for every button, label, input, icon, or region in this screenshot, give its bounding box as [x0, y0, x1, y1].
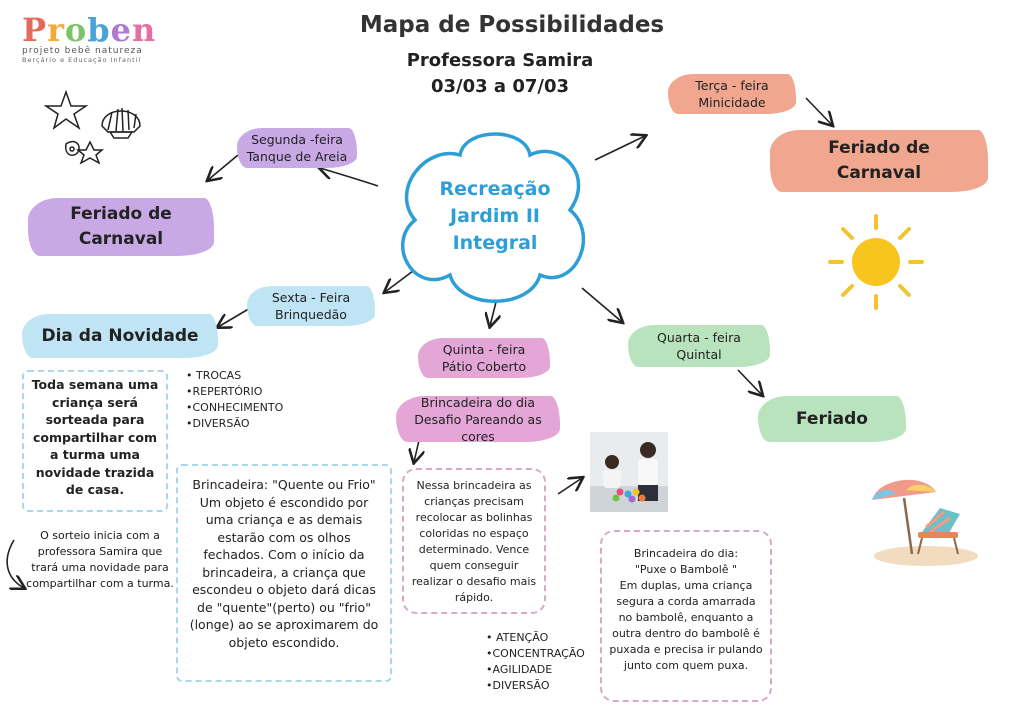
novidade-note: O sorteio inicia com a professora Samira… [26, 529, 174, 590]
day-name: Terça - feira [695, 78, 769, 93]
logo-letter: n [132, 11, 157, 49]
seashells-icon [44, 89, 141, 165]
arrow-center-to-wednesday [581, 287, 622, 322]
quente-frio-box: Brincadeira: "Quente ou Frio" Um objeto … [176, 464, 392, 682]
center-label-line: Jardim II [450, 205, 540, 227]
logo-letter: o [64, 11, 88, 49]
arrow-center-to-tuesday [594, 136, 645, 161]
bambole-title: Brincadeira do dia: [633, 547, 739, 560]
monday-result: Feriado de Carnaval [28, 198, 214, 256]
novidade-description: Toda semana uma criança será sorteada pa… [22, 370, 168, 512]
skill-item: •DIVERSÃO [186, 417, 250, 430]
skill-item: •AGILIDADE [486, 663, 553, 676]
beach-chair-umbrella-icon [872, 479, 978, 566]
skill-item: •CONHECIMENTO [186, 401, 284, 414]
arrow-wednesday-to-result [737, 369, 762, 395]
center-label: Recreação Jardim II Integral [430, 176, 560, 257]
skill-item: •DIVERSÃO [486, 679, 550, 692]
result-line: Carnaval [836, 163, 922, 183]
arrow-friday-to-result [218, 306, 253, 327]
page-subtitle: Professora Samira 03/03 a 07/03 [390, 48, 610, 100]
day-place: Brinquedão [275, 307, 347, 322]
arrow-note-pointer [6, 539, 24, 588]
tuesday-result: Feriado de Carnaval [770, 130, 988, 192]
logo-subtagline: Berçário e Educação Infantil [22, 56, 142, 64]
wednesday-result: Feriado [758, 396, 906, 442]
arrow-center-to-monday [320, 168, 379, 187]
result-line: Feriado de [70, 204, 172, 224]
cores-skills: • ATENÇÃO •CONCENTRAÇÃO •AGILIDADE •DIVE… [486, 630, 585, 694]
logo-tagline: projeto bebê natureza [22, 46, 143, 56]
logo-letter: P [22, 11, 48, 49]
week-dates: 03/03 a 07/03 [430, 76, 570, 97]
sun-icon [828, 214, 924, 310]
center-flower-outline [401, 132, 586, 303]
arrow-box-to-photo [557, 478, 582, 495]
logo-letter: r [47, 11, 65, 49]
day-place: Minicidade [698, 95, 766, 110]
day-place: Pátio Coberto [441, 359, 527, 374]
arrow-center-to-thursday [490, 301, 496, 326]
arrow-monday-to-result [208, 154, 239, 180]
skill-item: • ATENÇÃO [486, 631, 549, 644]
result-line: Dia da Novidade [41, 325, 199, 346]
result-line: Feriado de [828, 138, 930, 158]
bambole-description: Em duplas, uma criança segura a corda am… [609, 579, 763, 672]
skill-item: •REPERTÓRIO [186, 385, 263, 398]
day-place: Tanque de Areia [246, 149, 348, 164]
bambole-name: "Puxe o Bambolê " [634, 563, 738, 576]
cores-header-line: Desafio Pareando as cores [414, 411, 542, 444]
result-line: Feriado [796, 408, 868, 429]
logo-word: Proben [22, 14, 172, 46]
bambole-box: Brincadeira do dia: "Puxe o Bambolê " Em… [600, 530, 772, 702]
center-label-line: Integral [452, 232, 538, 254]
proben-logo: Proben projeto bebê natureza Berçário e … [22, 14, 172, 68]
cores-box: Nessa brincadeira as crianças precisam r… [402, 468, 546, 614]
day-name: Quarta - feira [657, 330, 741, 345]
page-title: Mapa de Possibilidades [359, 12, 665, 38]
skill-item: • TROCAS [186, 369, 242, 382]
day-name: Segunda -feira [251, 132, 343, 147]
center-label-line: Recreação [439, 178, 551, 200]
logo-letter: e [110, 11, 132, 49]
skill-item: •CONCENTRAÇÃO [486, 647, 585, 660]
result-line: Carnaval [78, 229, 164, 249]
arrow-tuesday-to-result [805, 97, 832, 125]
day-name: Sexta - Feira [271, 290, 351, 305]
children-playing-photo [590, 432, 668, 512]
logo-letter: b [87, 11, 111, 49]
day-name: Quinta - feira [442, 342, 526, 357]
novidade-skills: • TROCAS •REPERTÓRIO •CONHECIMENTO •DIVE… [186, 368, 283, 432]
day-place: Quintal [676, 347, 722, 362]
friday-result: Dia da Novidade [22, 314, 218, 358]
teacher-name: Professora Samira [406, 50, 594, 71]
cores-header-line: Brincadeira do dia [420, 394, 536, 410]
